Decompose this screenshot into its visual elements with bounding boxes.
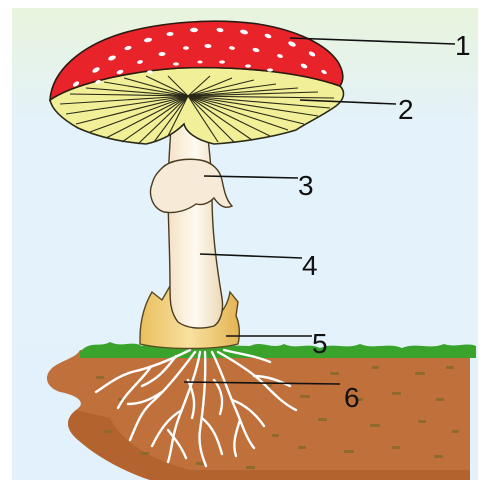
- label-cap: 1: [455, 32, 471, 60]
- label-mycelium: 6: [344, 384, 360, 412]
- label-ring: 3: [298, 172, 314, 200]
- label-stem: 4: [302, 252, 318, 280]
- label-volva: 5: [312, 330, 328, 358]
- label-gills: 2: [398, 96, 414, 124]
